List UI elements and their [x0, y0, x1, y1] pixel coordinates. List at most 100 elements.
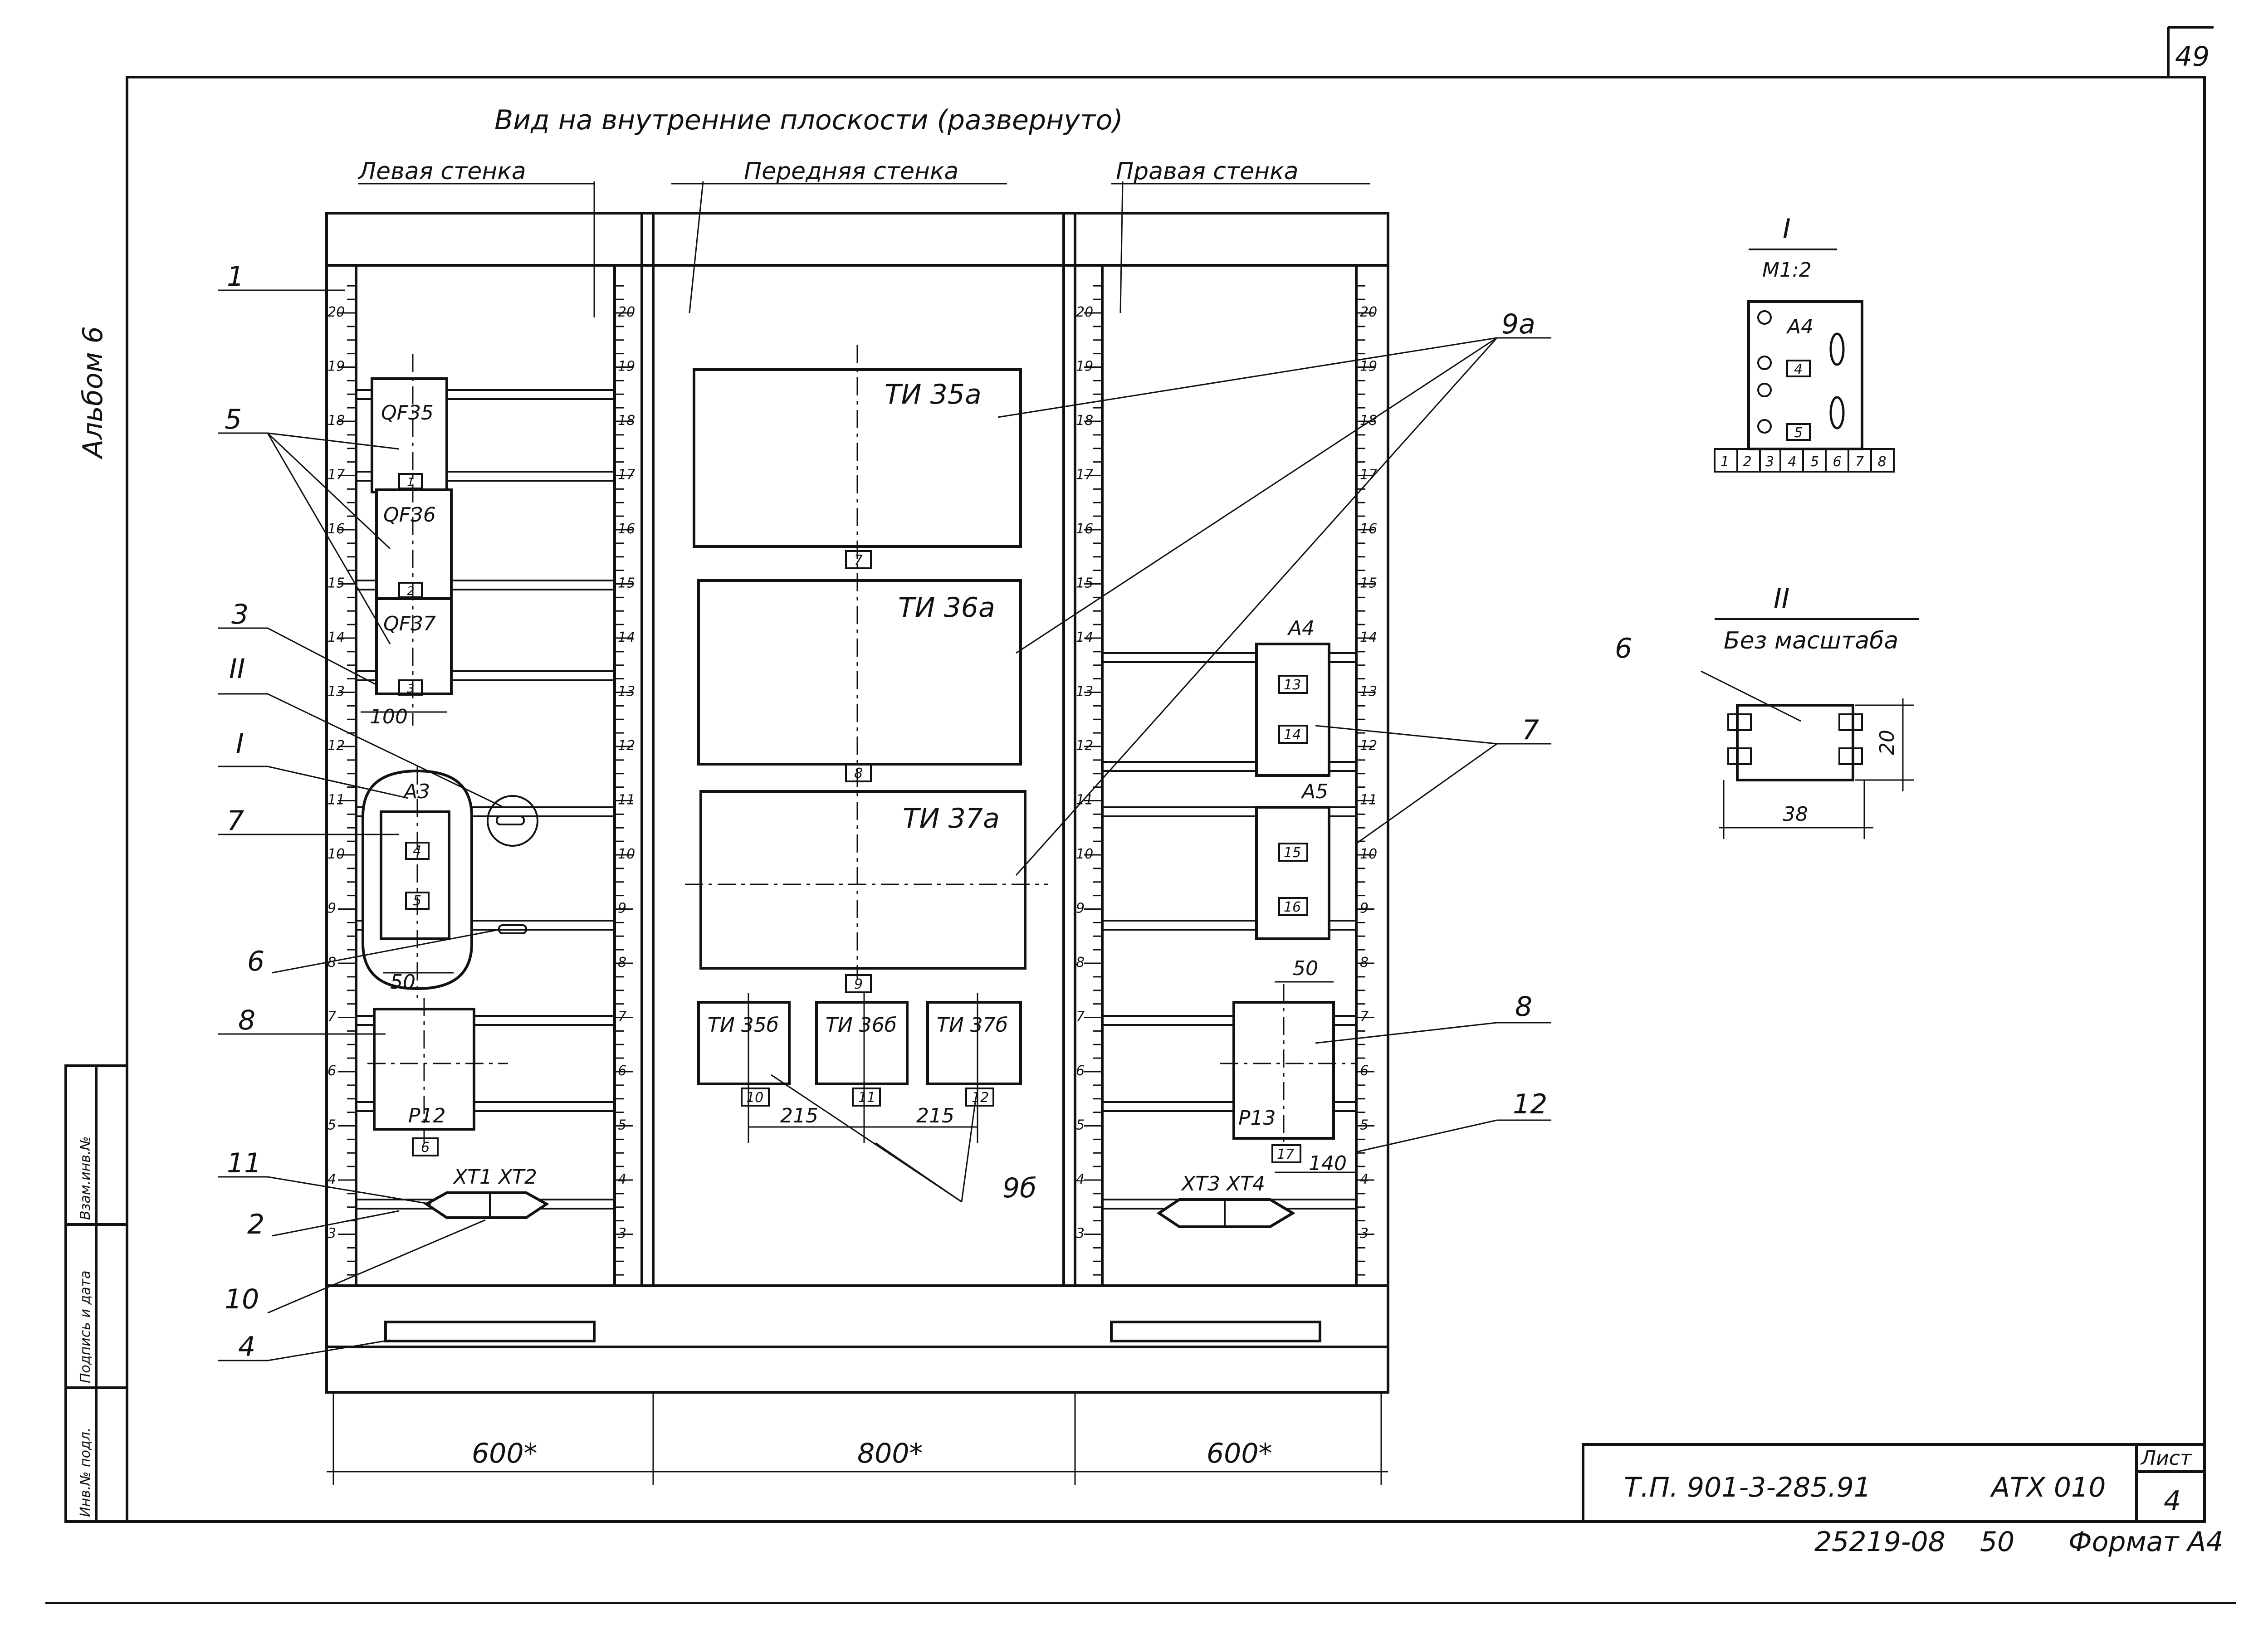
ruler-number: 12	[1076, 738, 1093, 754]
detail-II-scale: Без масштаба	[1724, 627, 1898, 654]
ruler-left-wall-b	[613, 264, 643, 1287]
ruler-number: 5	[1360, 1117, 1369, 1133]
stamp-label-inv: Инв.№ подл.	[78, 1428, 93, 1517]
ti36a-tag: 8	[854, 766, 863, 781]
ruler-number: 19	[327, 359, 345, 375]
ruler-number: 8	[1360, 955, 1369, 971]
ruler-number: 14	[618, 629, 635, 645]
ruler-number: 7	[1360, 1009, 1369, 1025]
wall-label-right: Правая стенка	[1116, 158, 1298, 185]
ruler-number: 7	[1076, 1009, 1085, 1025]
ruler-number: 8	[618, 955, 626, 971]
ruler-number: 10	[1076, 846, 1093, 862]
module-a5-tag-16: 16	[1284, 899, 1301, 915]
ruler-number: 9	[1076, 901, 1085, 917]
transducer-ti35b	[697, 1001, 791, 1085]
ti36b-tag: 11	[858, 1090, 875, 1106]
ruler-number: 8	[327, 955, 336, 971]
callout-9a: 9а	[1501, 308, 1535, 340]
detail-II-dim-w: 38	[1783, 803, 1808, 826]
ruler-number: 17	[618, 467, 635, 483]
ruler-number: 13	[1076, 684, 1093, 700]
ruler-number: 19	[1360, 359, 1377, 375]
ruler-number: 6	[618, 1063, 626, 1079]
ruler-number: 18	[618, 413, 635, 429]
detail-II-clip	[1736, 704, 1854, 781]
breaker-tag-box-1	[398, 473, 423, 489]
detail-I-terminal-number: 8	[1878, 454, 1887, 470]
ruler-number: 17	[1076, 467, 1093, 483]
ruler-number: 10	[327, 846, 345, 862]
module-a3-tag-4: 4	[413, 843, 421, 859]
sheet-label: Лист	[2140, 1447, 2192, 1470]
breaker-tag-3: 3	[407, 682, 415, 696]
breaker-qf37	[375, 597, 453, 695]
ti37b-label: ТИ 37б	[937, 1014, 1008, 1037]
detail-I-module-label: А4	[1786, 315, 1813, 338]
ruler-number: 4	[1076, 1171, 1085, 1187]
ruler-number: 13	[1360, 684, 1377, 700]
ruler-number: 3	[327, 1226, 336, 1242]
ruler-number: 4	[327, 1171, 336, 1187]
callout-6: 6	[247, 946, 264, 977]
drawing-title: Вид на внутренние плоскости (развернуто)	[494, 104, 1123, 136]
callout-3: 3	[231, 599, 249, 630]
ruler-number: 16	[1360, 521, 1377, 537]
module-a5-label: A5	[1300, 780, 1328, 803]
module-a4	[1255, 643, 1330, 777]
detail-I-terminal-number: 1	[1721, 454, 1729, 470]
transducer-ti37b	[926, 1001, 1022, 1085]
ti35b-label: ТИ 35б	[708, 1014, 779, 1037]
callout-7-left: 7	[227, 805, 244, 837]
module-a3-label: A3	[402, 780, 430, 803]
ruler-number: 9	[1360, 901, 1369, 917]
ruler-number: 9	[618, 901, 626, 917]
detail-II-title: II	[1774, 583, 1789, 615]
ti37a-tag: 9	[854, 976, 863, 992]
ruler-number: 9	[327, 901, 336, 917]
module-a4-label: A4	[1287, 617, 1315, 640]
ruler-right-wall-a	[1074, 264, 1104, 1287]
callout-II: II	[229, 653, 245, 685]
dim-50-left: 50	[390, 971, 415, 994]
ruler-left-wall-a	[325, 264, 357, 1287]
ruler-number: 18	[1360, 413, 1377, 429]
module-a3-tag-5: 5	[413, 893, 421, 909]
callout-5: 5	[225, 404, 242, 435]
ti37b-tag: 12	[972, 1090, 989, 1106]
wall-label-left: Левая стенка	[357, 158, 526, 185]
ruler-number: 15	[327, 576, 345, 591]
dim-215-b: 215	[916, 1104, 954, 1127]
ruler-number: 4	[1360, 1171, 1369, 1187]
sheet-number: 4	[2164, 1485, 2181, 1517]
ruler-number: 12	[327, 738, 345, 754]
ruler-number: 20	[618, 304, 635, 320]
detail-I-scale: М1:2	[1762, 259, 1812, 282]
ti35a-label: ТИ 35а	[885, 379, 982, 410]
ti36a-label: ТИ 36а	[898, 592, 995, 624]
breaker-tag-box-2	[398, 582, 423, 598]
detail-I-tag-4: 4	[1794, 361, 1803, 377]
terminals-right-label: XT3 XT4	[1181, 1172, 1265, 1195]
relay-p12-tag: 6	[421, 1140, 430, 1156]
dim-width-front: 800*	[857, 1438, 923, 1469]
ruler-number: 15	[1360, 576, 1377, 591]
stamp-label-replace: Взам.инв.№	[78, 1136, 93, 1220]
ruler-number: 16	[1076, 521, 1093, 537]
ti35b-tag: 10	[746, 1090, 763, 1106]
footer-format: Формат А4	[2068, 1526, 2224, 1558]
dim-140: 140	[1309, 1152, 1347, 1175]
dim-width-right: 600*	[1207, 1438, 1272, 1469]
dim-50-right: 50	[1293, 957, 1318, 980]
ruler-number: 17	[1360, 467, 1377, 483]
callout-11: 11	[227, 1147, 261, 1179]
ruler-number: 4	[618, 1171, 626, 1187]
detail-I-terminal-number: 4	[1788, 454, 1797, 470]
terminal-block-xt3-xt4	[1156, 1198, 1295, 1228]
footer-copies: 50	[1980, 1526, 2014, 1558]
ruler-number: 20	[327, 304, 345, 320]
stamp-label-sign: Подпись и дата	[78, 1271, 93, 1384]
detail-II-callout: 6	[1615, 633, 1632, 664]
relay-p12-label: P12	[408, 1104, 446, 1127]
